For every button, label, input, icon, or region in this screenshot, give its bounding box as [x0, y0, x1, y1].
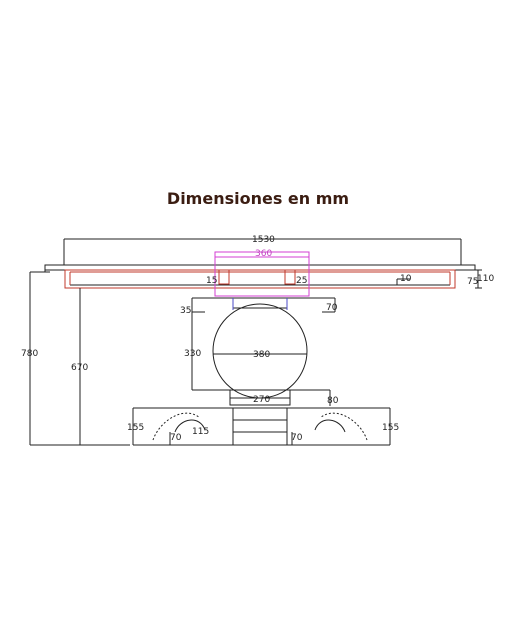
label-155-right: 155 [382, 423, 399, 433]
dim-1530: 1530 [63, 235, 462, 265]
dim-670: 670 [71, 288, 88, 445]
neck: 35 70 [180, 297, 338, 316]
dim-110: 110 [477, 270, 494, 288]
label-35: 35 [180, 306, 191, 316]
label-75: 75 [467, 277, 478, 287]
label-70-left: 70 [170, 433, 182, 443]
label-25: 25 [296, 276, 307, 286]
label-1530: 1530 [252, 235, 275, 245]
label-70-top: 70 [326, 303, 338, 313]
label-380: 380 [253, 350, 270, 360]
dim-10: 10 [396, 274, 412, 285]
base: 155 70 115 70 155 [127, 407, 399, 446]
dim-780: 780 [21, 271, 130, 446]
label-270: 270 [253, 395, 270, 405]
label-70-right: 70 [291, 433, 303, 443]
magenta-box-360: 360 [214, 249, 310, 297]
label-360: 360 [255, 249, 272, 259]
table-top [44, 264, 482, 289]
label-10: 10 [400, 274, 412, 284]
diagram-title: Dimensiones en mm [166, 189, 350, 208]
label-155-left: 155 [127, 423, 144, 433]
label-670: 670 [71, 363, 88, 373]
label-330: 330 [184, 349, 201, 359]
collar-270: 270 80 [229, 389, 339, 406]
label-80: 80 [327, 396, 339, 406]
label-115: 115 [192, 427, 209, 437]
ball: 380 [212, 303, 308, 399]
label-15: 15 [206, 276, 217, 286]
label-110: 110 [477, 274, 494, 284]
dim-330: 330 [184, 312, 230, 391]
label-780: 780 [21, 349, 38, 359]
